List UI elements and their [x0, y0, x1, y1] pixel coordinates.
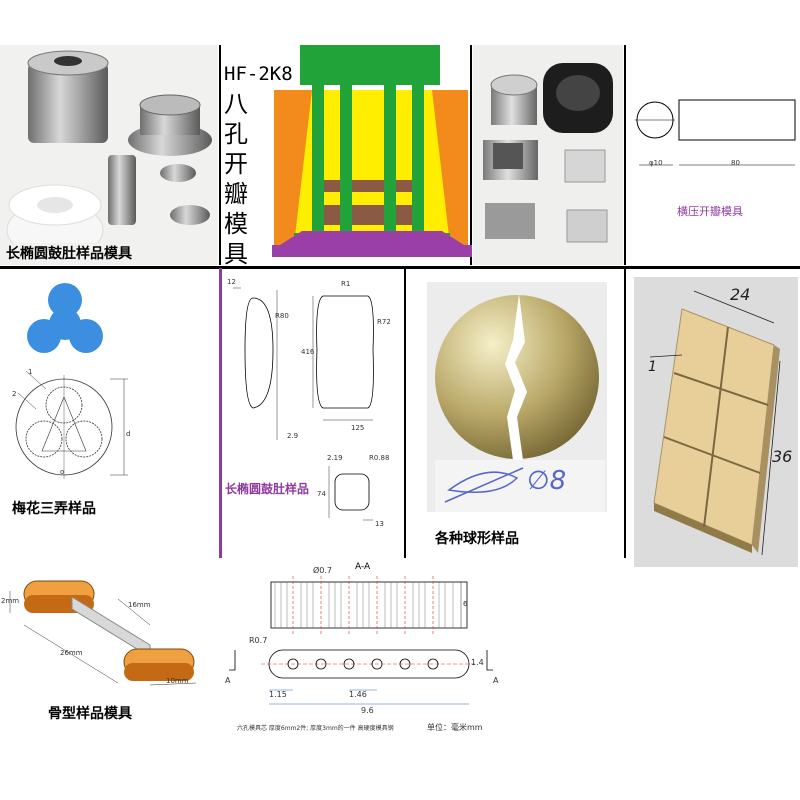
divider-v2 [470, 45, 472, 265]
panel-six-hole-drawing: A-A Ø0.7 6 R0.7 1.4 1.15 [225, 560, 515, 740]
block-dim-top: 24 [730, 285, 751, 304]
trefoil-label-2: 2 [12, 390, 17, 398]
title-char: 八 [224, 90, 248, 118]
trefoil-label-1: 1 [28, 368, 33, 376]
mold-title-vertical: 八 孔 开 瓣 模 具 [224, 89, 258, 269]
panel-8-hole-mold: HF-2K8 八 孔 开 瓣 模 具 [222, 45, 472, 268]
dim-thickness: 6 [463, 600, 468, 608]
title-char: 开 [224, 150, 248, 178]
dim-12: 12 [227, 278, 236, 286]
dim-13: 13 [375, 520, 384, 528]
bone-dim-2mm: 2mm [1, 597, 20, 605]
dim-125: 125 [351, 424, 365, 432]
dim-416: 416 [301, 348, 315, 356]
dim-219: 2.19 [327, 454, 343, 462]
dim-r07: R0.7 [249, 636, 268, 645]
dim-115: 1.15 [269, 690, 287, 699]
mold-spec-note: 六孔模具芯 厚度6mm2件; 厚度3mm的一件 高硬度模具钢 [237, 725, 394, 732]
divider-v5 [404, 268, 406, 558]
oval-sample-caption: 长椭圆鼓肚样品 [225, 482, 310, 496]
panel-transverse-mold: φ10 80 横压开瓣模具 [627, 45, 800, 265]
panel-spherical-samples: ∅8 各种球形样品 [407, 270, 623, 558]
dim-r088: R0.88 [369, 454, 390, 462]
trefoil-dim-o: o [60, 468, 65, 476]
bone-sample-render [9, 580, 197, 686]
section-title: A-A [355, 562, 371, 572]
panel-trefoil-sample: 1 2 d o 梅花三弄样品 [0, 270, 218, 558]
bone-dim-10mm: 10mm [166, 677, 189, 685]
section-mark-a-right: A [493, 676, 499, 685]
divider-v1 [219, 45, 221, 265]
dim-146: 1.46 [349, 690, 367, 699]
dim-r80: R80 [275, 312, 289, 320]
dim-96: 9.6 [361, 706, 374, 715]
mold-parts-illustration [6, 50, 212, 259]
panel-components-photo [473, 45, 623, 265]
bone-dim-16mm: 16mm [128, 601, 151, 609]
3d-block-render [649, 290, 781, 556]
mold-photo-caption: 长椭圆鼓肚样品模具 [6, 243, 216, 263]
transverse-mold-caption: 横压开瓣模具 [677, 205, 743, 218]
bone-dim-26mm: 26mm [60, 649, 83, 657]
block-dim-left: 1 [648, 359, 657, 375]
unit-note: 单位：毫米mm [427, 723, 483, 732]
title-char: 模 [224, 210, 248, 238]
mold-cross-section-diagram [272, 45, 472, 257]
divider-h1 [0, 266, 800, 269]
sphere-caption: 各种球形样品 [435, 531, 519, 547]
panel-bone-sample: 2mm 16mm 26mm 10mm 骨型样品模具 [0, 565, 218, 725]
block-dim-side: 36 [772, 447, 793, 466]
six-hole-drawing [229, 576, 493, 705]
dim-length: 80 [731, 159, 740, 167]
trefoil-dim-d: d [126, 430, 131, 438]
components-illustration [483, 63, 613, 243]
trefoil-blue-shape [27, 283, 103, 353]
divider-v3 [624, 45, 626, 265]
panel-3d-block: 24 36 1 [634, 277, 798, 567]
title-char: 孔 [224, 120, 248, 148]
dim-14: 1.4 [471, 658, 484, 667]
sphere-render [427, 282, 607, 512]
dim-74: 74 [317, 490, 326, 498]
divider-v4-purple [219, 268, 222, 558]
panel-oval-sample-drawing: 12 R80 R1 416 R72 2.9 125 2.19 R0.88 74 … [223, 270, 403, 558]
dim-r1: R1 [341, 280, 351, 288]
title-char: 具 [224, 240, 248, 268]
dim-r72: R72 [377, 318, 391, 326]
section-mark-a-left: A [225, 676, 231, 685]
trefoil-technical-drawing [15, 370, 128, 479]
transverse-mold-drawing [635, 99, 796, 166]
mold-code-title: HF-2K8 [224, 63, 293, 85]
sphere-handwriting: ∅8 [527, 466, 567, 496]
oval-sample-drawing [233, 287, 374, 521]
dim-29: 2.9 [287, 432, 299, 440]
trefoil-caption: 梅花三弄样品 [12, 501, 96, 517]
dim-hole-diameter: Ø0.7 [313, 566, 333, 575]
dim-diameter: φ10 [649, 159, 663, 167]
divider-v6 [624, 268, 626, 558]
bone-sample-caption: 骨型样品模具 [48, 706, 132, 722]
panel-mold-photo: 长椭圆鼓肚样品模具 [0, 45, 218, 265]
title-char: 瓣 [224, 180, 248, 208]
